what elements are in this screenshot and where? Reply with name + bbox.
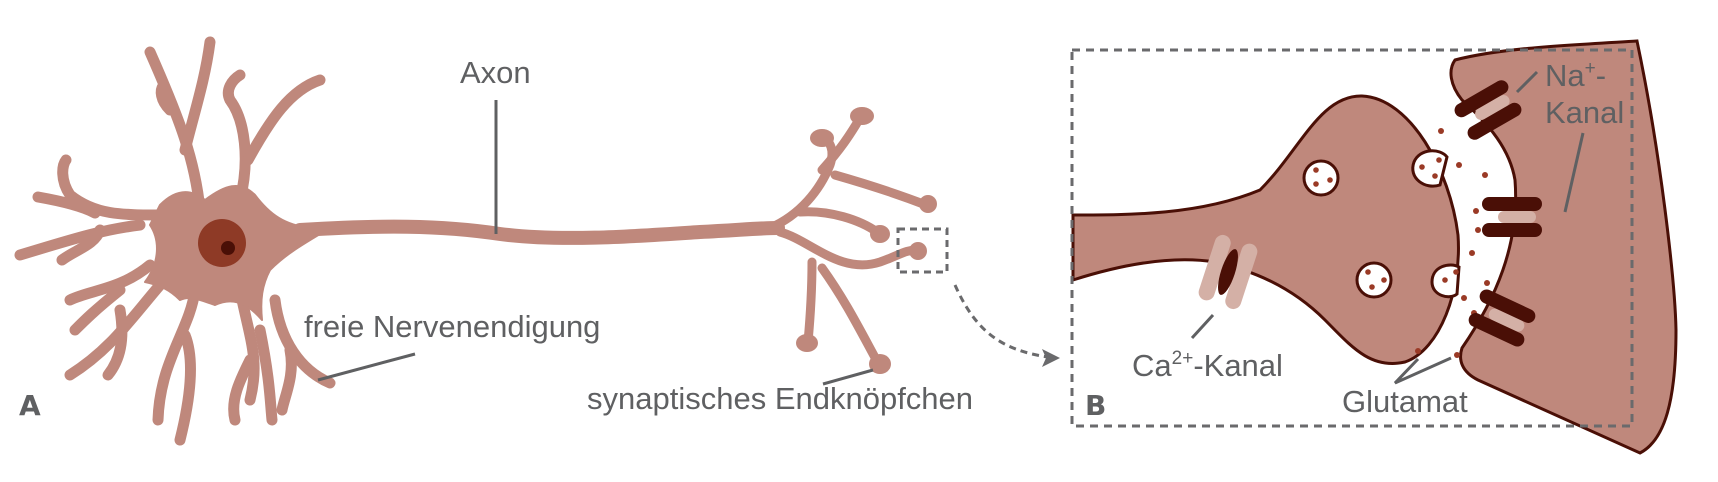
free-nerve-ending-label: freie Nervenendigung — [304, 309, 600, 344]
glutamate-molecules — [1415, 128, 1490, 358]
panel-b-letter: B — [1085, 389, 1106, 422]
terminal-buttons — [796, 107, 937, 374]
panel-b-frame — [1070, 48, 1634, 428]
panel-b-synapse — [1071, 39, 1678, 455]
zoom-arrow — [953, 284, 1049, 359]
ca-channel-leader-line — [1190, 313, 1215, 340]
na-channel — [1482, 197, 1542, 237]
na-channel — [1454, 80, 1522, 140]
arrow-head-icon — [1042, 349, 1060, 367]
glutamate-leader-line — [1393, 356, 1452, 385]
na-channel-label-line1: Na+- — [1545, 58, 1606, 93]
vesicle-contents — [1313, 157, 1459, 290]
presynaptic-terminal — [1071, 94, 1460, 365]
na-channel-leader-line — [1515, 70, 1539, 94]
nucleolus — [221, 241, 235, 255]
axon-terminal-branches — [765, 113, 931, 368]
free-nerve-ending-leader-line — [317, 352, 416, 382]
zoom-region-box — [896, 227, 949, 274]
dendrites — [14, 36, 336, 446]
panel-a-leader-lines — [317, 100, 874, 386]
synaptic-button-label: synaptisches Endknöpfchen — [587, 381, 973, 416]
postsynaptic-cell — [1449, 39, 1678, 455]
glutamate-label: Glutamat — [1342, 384, 1468, 419]
nucleus — [198, 219, 246, 267]
na-channel-label-line2: Kanal — [1545, 95, 1624, 130]
vesicle-fusing — [1411, 149, 1449, 188]
ca-channel — [1198, 234, 1258, 310]
vesicle — [1302, 159, 1340, 197]
panel-a-letter: A — [19, 389, 41, 422]
na-channel — [1468, 289, 1536, 347]
ca-channel-label: Ca2+-Kanal — [1132, 348, 1283, 383]
synaptic-button-leader-line — [822, 368, 874, 386]
na-channel-leader-line — [1563, 132, 1585, 213]
axon-label: Axon — [460, 55, 531, 90]
axon — [293, 219, 785, 245]
panel-b-leader-lines — [1190, 70, 1585, 385]
